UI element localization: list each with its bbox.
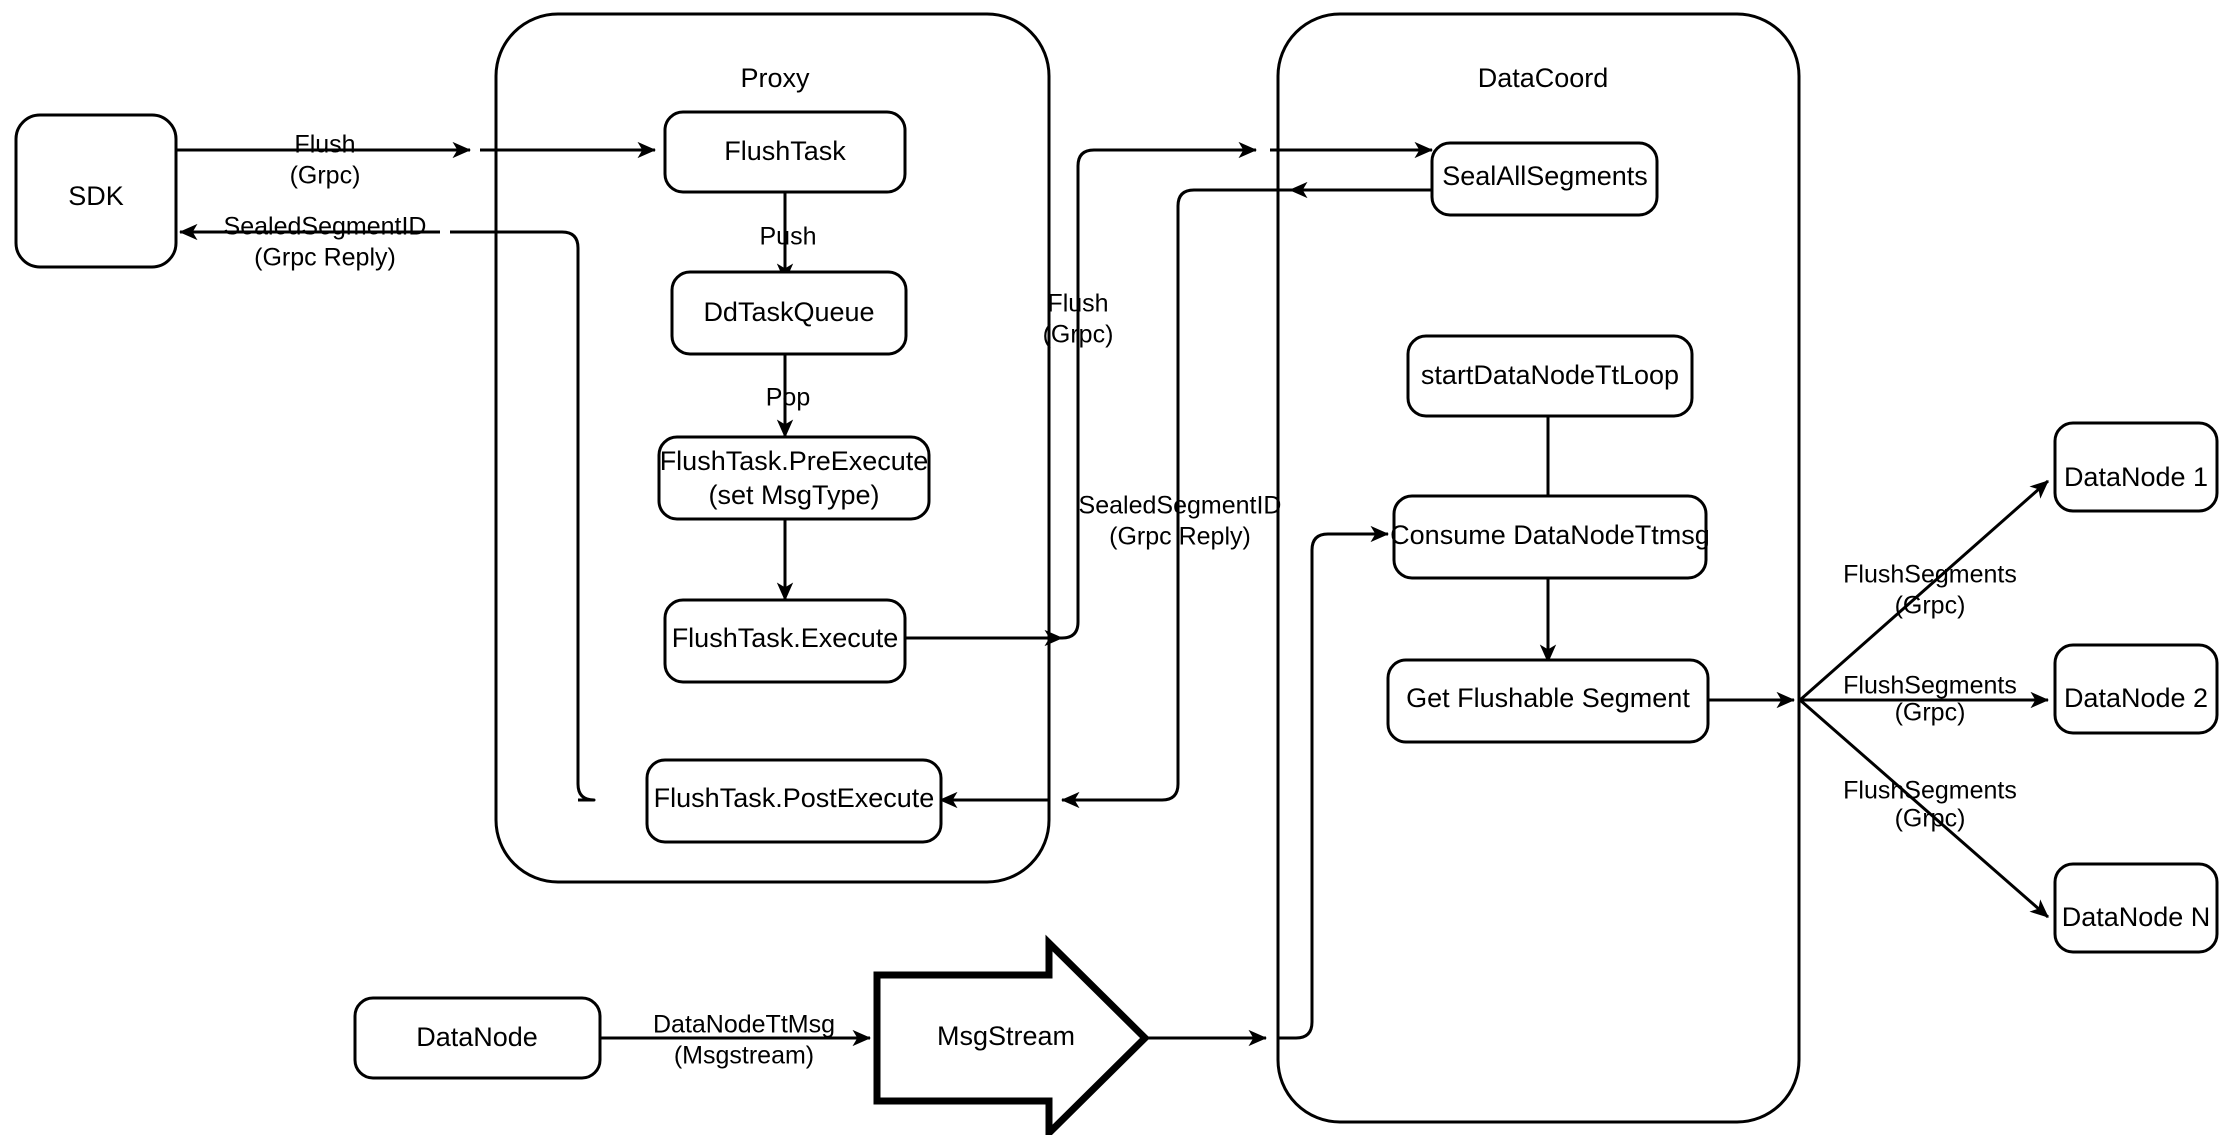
startdatanodettloop-label: startDataNodeTtLoop bbox=[1421, 360, 1679, 390]
edge-label-flush-datacoord-line1: Flush bbox=[1047, 290, 1108, 318]
label-sdk-to-proxy: Flush (Grpc) bbox=[290, 131, 361, 190]
get-flushable-segment-label: Get Flushable Segment bbox=[1406, 683, 1690, 713]
node-flushtask-postexecute[interactable]: FlushTask.PostExecute bbox=[645, 758, 943, 844]
edge-label-push: Push bbox=[760, 223, 817, 251]
sdk-label: SDK bbox=[68, 181, 124, 211]
datanode-source-box bbox=[353, 996, 602, 1080]
sealallsegments-box bbox=[1430, 141, 1659, 217]
edge-postexecute-to-sdk-route bbox=[450, 230, 596, 802]
edge-label-flushsegments-n-line2: (Grpc) bbox=[1895, 805, 1966, 833]
container-proxy[interactable]: Proxy bbox=[494, 12, 1051, 884]
edge-flush-riser-to-datacoord-border bbox=[1061, 141, 1258, 640]
execute-label: FlushTask.Execute bbox=[672, 623, 899, 653]
startdatanodettloop-box bbox=[1406, 334, 1694, 418]
consume-datanodettmsg-box bbox=[1392, 494, 1708, 580]
datanode-1-label: DataNode 1 bbox=[2064, 462, 2208, 492]
edge-fanout-to-datanode-n bbox=[1799, 698, 2049, 919]
edge-fanout-to-datanode-1 bbox=[1799, 479, 2049, 702]
sdk-box bbox=[14, 113, 178, 269]
edge-label-flushsegments-2-line2: (Grpc) bbox=[1895, 699, 1966, 727]
edge-label-flush-grpc-line1: Flush bbox=[294, 131, 355, 159]
proxy-container-outline bbox=[494, 12, 1051, 884]
edge-label-flush-grpc-line2: (Grpc) bbox=[290, 162, 361, 190]
consume-datanodettmsg-label: Consume DataNodeTtmsg bbox=[1390, 520, 1710, 550]
label-flushsegments-2: FlushSegments (Grpc) bbox=[1843, 672, 2017, 727]
node-ddtaskqueue[interactable]: DdTaskQueue bbox=[670, 270, 908, 356]
node-sdk[interactable]: SDK bbox=[14, 113, 178, 269]
node-datanode-n[interactable]: DataNode N bbox=[2053, 862, 2219, 954]
edge-label-flushsegments-2-line1: FlushSegments bbox=[1843, 672, 2017, 700]
node-startdatanodettloop[interactable]: startDataNodeTtLoop bbox=[1406, 334, 1694, 418]
execute-box bbox=[663, 598, 907, 684]
node-sealallsegments[interactable]: SealAllSegments bbox=[1430, 141, 1659, 217]
edge-label-sealedsegmentid-reply-line2: (Grpc Reply) bbox=[1109, 523, 1251, 551]
edge-label-datanodettmsg-line1: DataNodeTtMsg bbox=[653, 1011, 835, 1039]
node-get-flushable-segment[interactable]: Get Flushable Segment bbox=[1386, 658, 1710, 744]
label-proxy-to-datacoord: Flush (Grpc) bbox=[1043, 290, 1114, 349]
flushtask-label: FlushTask bbox=[724, 136, 846, 166]
edge-label-flushsegments-1-line2: (Grpc) bbox=[1895, 592, 1966, 620]
msgstream-block-arrow-shape bbox=[873, 934, 1150, 1135]
datanode-2-label: DataNode 2 bbox=[2064, 683, 2208, 713]
label-datanode-ttmsg: DataNodeTtMsg (Msgstream) bbox=[653, 1011, 835, 1070]
edge-reply-riser-down bbox=[1060, 188, 1290, 809]
ddtaskqueue-box bbox=[670, 270, 908, 356]
node-datanode-source[interactable]: DataNode bbox=[353, 996, 602, 1080]
datanode-n-label: DataNode N bbox=[2062, 902, 2211, 932]
node-msgstream[interactable]: MsgStream bbox=[873, 934, 1150, 1135]
datanode-1-box bbox=[2053, 421, 2219, 513]
preexecute-label-line1: FlushTask.PreExecute bbox=[660, 446, 929, 476]
container-datacoord[interactable]: DataCoord bbox=[1276, 12, 1801, 1124]
ddtaskqueue-label: DdTaskQueue bbox=[703, 297, 874, 327]
datanode-2-box bbox=[2053, 643, 2219, 735]
node-datanode-1[interactable]: DataNode 1 bbox=[2053, 421, 2219, 513]
proxy-container-label: Proxy bbox=[740, 63, 810, 93]
msgstream-label: MsgStream bbox=[937, 1021, 1075, 1051]
edge-label-pop: Pop bbox=[766, 384, 810, 412]
label-flushsegments-1: FlushSegments (Grpc) bbox=[1843, 561, 2017, 620]
datacoord-container-label: DataCoord bbox=[1478, 63, 1609, 93]
datanode-n-box bbox=[2053, 862, 2219, 954]
flushtask-box bbox=[663, 110, 907, 194]
node-consume-datanodettmsg[interactable]: Consume DataNodeTtmsg bbox=[1390, 494, 1710, 580]
edge-label-flush-datacoord-line2: (Grpc) bbox=[1043, 321, 1114, 349]
preexecute-box bbox=[657, 435, 931, 521]
edge-label-datanodettmsg-line2: (Msgstream) bbox=[674, 1042, 814, 1070]
postexecute-box bbox=[645, 758, 943, 844]
label-flushsegments-n: FlushSegments (Grpc) bbox=[1843, 777, 2017, 833]
node-flushtask-execute[interactable]: FlushTask.Execute bbox=[663, 598, 907, 684]
edge-label-sealedsegmentid-line2: (Grpc Reply) bbox=[254, 244, 396, 272]
edge-label-sealedsegmentid-line1: SealedSegmentID bbox=[224, 213, 427, 241]
edge-label-sealedsegmentid-reply-line1: SealedSegmentID bbox=[1079, 492, 1282, 520]
datanode-source-label: DataNode bbox=[416, 1022, 538, 1052]
sealallsegments-label: SealAllSegments bbox=[1442, 161, 1648, 191]
datacoord-container-outline bbox=[1276, 12, 1801, 1124]
preexecute-label-line2: (set MsgType) bbox=[708, 480, 879, 510]
label-datacoord-to-proxy: SealedSegmentID (Grpc Reply) bbox=[1079, 492, 1282, 551]
node-datanode-2[interactable]: DataNode 2 bbox=[2053, 643, 2219, 735]
postexecute-label: FlushTask.PostExecute bbox=[654, 783, 935, 813]
edge-datacoord-border-to-consume bbox=[1278, 525, 1390, 1040]
node-flushtask[interactable]: FlushTask bbox=[663, 110, 907, 194]
edge-label-flushsegments-1-line1: FlushSegments bbox=[1843, 561, 2017, 589]
edge-label-flushsegments-n-line1: FlushSegments bbox=[1843, 777, 2017, 805]
get-flushable-segment-box bbox=[1386, 658, 1710, 744]
label-proxy-to-sdk: SealedSegmentID (Grpc Reply) bbox=[224, 213, 427, 272]
node-flushtask-preexecute[interactable]: FlushTask.PreExecute (set MsgType) bbox=[657, 435, 931, 521]
